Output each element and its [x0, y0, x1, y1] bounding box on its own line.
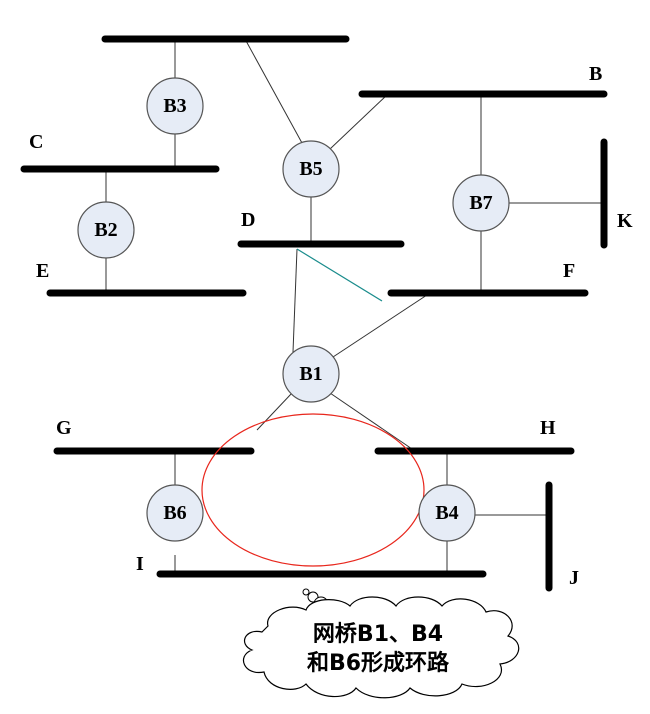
callout-cloud: 网桥B1、B4 和B6形成环路 — [242, 588, 520, 699]
bridge-b1: B1 — [282, 345, 340, 403]
bridge-b6: B6 — [146, 484, 204, 542]
svg-text:B3: B3 — [163, 95, 186, 117]
callout-line-1: 网桥B1、B4 — [313, 621, 443, 647]
bridge-b4: B4 — [418, 484, 476, 542]
loop-ellipse — [201, 413, 425, 567]
label-k: K — [617, 210, 633, 232]
label-b: B — [589, 63, 602, 85]
label-h: H — [540, 417, 556, 439]
svg-text:B4: B4 — [435, 502, 458, 524]
bridge-b2: B2 — [77, 201, 135, 259]
callout-line-2: 和B6形成环路 — [307, 650, 450, 676]
svg-text:B1: B1 — [299, 363, 322, 385]
bridge-b7: B7 — [452, 174, 510, 232]
label-i: I — [136, 553, 144, 575]
svg-text:B6: B6 — [163, 502, 186, 524]
label-j: J — [569, 567, 579, 589]
label-d: D — [241, 209, 255, 231]
label-g: G — [56, 417, 72, 439]
label-e: E — [36, 260, 49, 282]
label-f: F — [563, 260, 575, 282]
label-c: C — [29, 131, 43, 153]
bridge-b5: B5 — [282, 140, 340, 198]
svg-text:B5: B5 — [299, 158, 322, 180]
svg-text:B7: B7 — [469, 192, 492, 214]
bridge-b3: B3 — [146, 77, 204, 135]
svg-text:B2: B2 — [94, 219, 117, 241]
highlight-link — [296, 248, 383, 302]
